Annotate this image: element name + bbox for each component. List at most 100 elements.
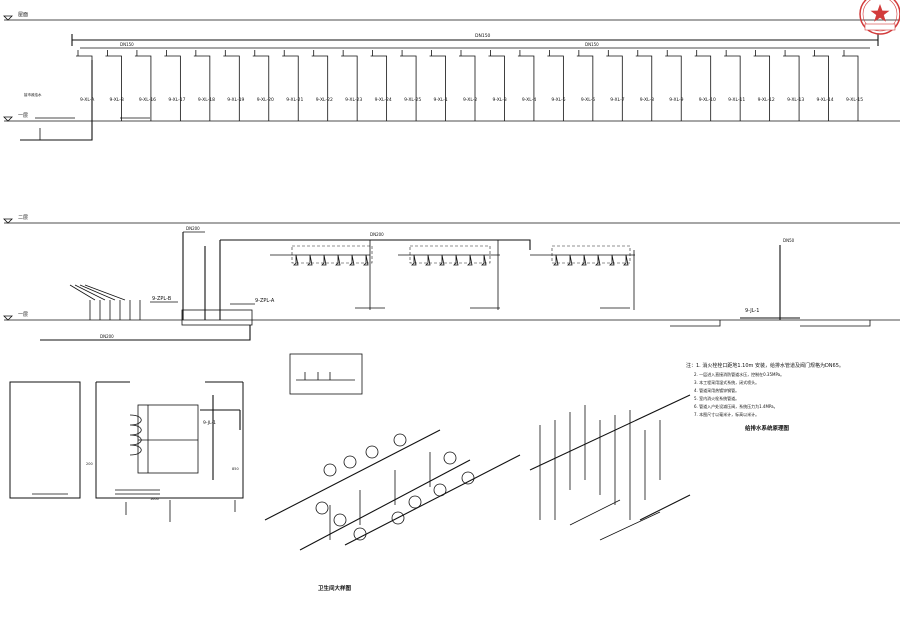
middle-main-dn: DN200 bbox=[370, 232, 384, 237]
riser-pipe bbox=[517, 55, 535, 121]
note-5: 5. 室内消火栓系统管道。 bbox=[694, 395, 739, 401]
fixture-circle bbox=[393, 433, 407, 447]
design-notes: 注：1. 消火栓栓口距地1.10m 安装，给排水管道及阀门规格为DN65。 2.… bbox=[686, 362, 844, 432]
sprinkler-head bbox=[623, 254, 629, 266]
riser-label: 9-XL-17 bbox=[168, 97, 185, 103]
main-pipe-dn: DN150 bbox=[475, 33, 491, 39]
approval-stamp bbox=[859, 0, 900, 35]
fixture-circle bbox=[443, 451, 457, 465]
note-7: 7. 本图尺寸以毫米计，标高以米计。 bbox=[694, 411, 759, 417]
riser-label: 9-XL-2 bbox=[463, 97, 477, 103]
fixture-circle bbox=[461, 471, 475, 485]
riser-pipe bbox=[400, 55, 417, 121]
riser-jl-1: 9-JL-1 bbox=[745, 308, 759, 314]
sprinkler-head bbox=[321, 254, 327, 266]
riser-pipe bbox=[694, 55, 712, 121]
riser-label: 9-XL-24 bbox=[375, 97, 392, 103]
sprinkler-head bbox=[439, 254, 445, 266]
floor-label-1f: 一层 bbox=[18, 312, 28, 318]
riser-label: 9-XL-23 bbox=[345, 97, 362, 103]
sprinkler-head bbox=[609, 254, 615, 266]
sprinkler-head bbox=[581, 254, 587, 266]
riser-pipe bbox=[635, 55, 653, 121]
riser-pipe bbox=[459, 55, 476, 121]
sprinkler-head bbox=[349, 254, 355, 266]
sprinkler-head bbox=[553, 254, 559, 266]
riser-label: 9-XL-13 bbox=[787, 97, 804, 103]
sprinkler-head bbox=[481, 254, 487, 266]
floor-label-top-1f: 一层 bbox=[18, 113, 28, 119]
valve-bank-left bbox=[69, 284, 141, 320]
fixture-circle bbox=[315, 501, 329, 515]
plan-dim-1600: 1600 bbox=[150, 497, 159, 501]
fire-axonometric bbox=[529, 394, 691, 541]
main-pipe-dn-3: DN150 bbox=[585, 42, 599, 47]
riser-pipe bbox=[576, 55, 594, 121]
note-6: 6. 管道入户处设减压阀，系统压力为1.4MPa。 bbox=[694, 403, 778, 409]
riser-pipe bbox=[105, 55, 122, 121]
riser-pipe bbox=[665, 55, 682, 121]
riser-label: 9-XL-1 bbox=[434, 97, 448, 103]
middle-dn-1: DN200 bbox=[186, 226, 200, 231]
riser-label: 9-XL-B bbox=[109, 97, 123, 103]
main-pipe-dn-2: DN150 bbox=[120, 42, 134, 47]
fixture-circle bbox=[323, 463, 337, 477]
pump-detail bbox=[289, 353, 363, 395]
sprinkler-head bbox=[293, 254, 299, 266]
riser-pipe bbox=[842, 55, 859, 121]
riser-pipe bbox=[429, 55, 446, 121]
riser-label: 9-XL-6 bbox=[581, 97, 595, 103]
riser-jl-dn: DN50 bbox=[783, 238, 795, 243]
riser-pipe bbox=[223, 55, 240, 121]
sprinkler-head bbox=[411, 254, 417, 266]
riser-label: 9-XL-3 bbox=[492, 97, 506, 103]
sprinkler-head bbox=[567, 254, 573, 266]
riser-label: 9-XL-14 bbox=[817, 97, 834, 103]
plan-dim-200: 200 bbox=[86, 462, 93, 466]
riser-pipe bbox=[134, 55, 152, 121]
fixture-circle bbox=[408, 495, 422, 509]
riser-label: 9-XL-19 bbox=[227, 97, 244, 103]
fixture-circle bbox=[353, 527, 367, 541]
riser-pipe bbox=[311, 55, 329, 121]
toilet-axonometric: 卫生间大样图 bbox=[264, 429, 521, 592]
riser-label: 9-XL-20 bbox=[257, 97, 274, 103]
fixture-circle bbox=[433, 483, 447, 497]
fixture-circle bbox=[391, 511, 405, 525]
riser-pipe bbox=[370, 55, 388, 121]
riser-label: 9-XL-10 bbox=[699, 97, 716, 103]
riser-label: 9-XL-22 bbox=[316, 97, 333, 103]
note-1: 注：1. 消火栓栓口距地1.10m 安装，给排水管道及阀门规格为DN65。 bbox=[686, 362, 844, 369]
floor-levels: 屋面 一层 二层 一层 bbox=[3, 12, 900, 321]
riser-label: 9-XL-12 bbox=[758, 97, 775, 103]
sprinkler-head bbox=[425, 254, 431, 266]
riser-pipe bbox=[193, 55, 211, 121]
riser-pipe bbox=[753, 55, 771, 121]
sprinkler-head bbox=[467, 254, 473, 266]
middle-dn-2: DN200 bbox=[100, 334, 114, 339]
riser-label: 9-XL-A bbox=[80, 97, 95, 103]
riser-pipe bbox=[488, 55, 505, 121]
note-2: 2. 一层进入直接消防管道水压，控制在0.35MPa。 bbox=[694, 371, 784, 377]
middle-riser-system: DN200 DN200 9-ZPL-B 9-ZPL-A DN200 9-JL-1 bbox=[40, 226, 871, 341]
riser-pipe bbox=[341, 55, 358, 121]
riser-pipe bbox=[812, 55, 829, 121]
riser-pipe bbox=[606, 55, 623, 121]
riser-label: 9-XL-15 bbox=[846, 97, 863, 103]
fire-system-title: 给排水系统原理图 bbox=[745, 424, 790, 432]
riser-pipe bbox=[547, 55, 564, 121]
riser-label: 9-XL-7 bbox=[610, 97, 624, 103]
riser-pipe bbox=[282, 55, 299, 121]
sprinkler-head bbox=[363, 254, 369, 266]
riser-zpl-b: 9-ZPL-B bbox=[152, 296, 172, 302]
fixture-markers bbox=[315, 433, 475, 541]
toilet-plan: 9-JL-1 200 1600 850 bbox=[9, 381, 244, 522]
riser-label: 9-XL-18 bbox=[198, 97, 215, 103]
sprinkler-head bbox=[335, 254, 341, 266]
riser-label: 9-XL-25 bbox=[404, 97, 421, 103]
toilet-detail-title: 卫生间大样图 bbox=[318, 584, 352, 592]
riser-pipe bbox=[76, 55, 93, 121]
